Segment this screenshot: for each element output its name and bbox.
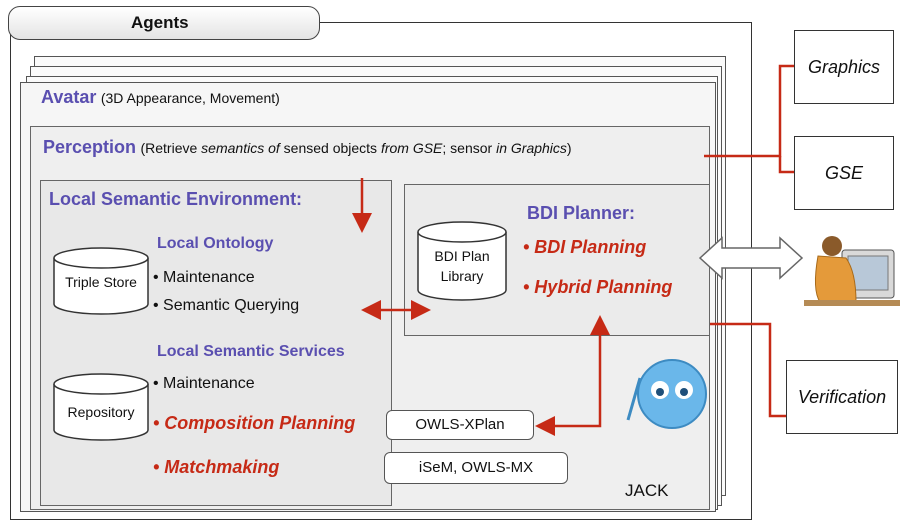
local-ontology-title: Local Ontology xyxy=(157,235,274,252)
repository-db: Repository xyxy=(52,372,150,442)
repository-label: Repository xyxy=(67,404,135,420)
composition-planning: • Composition Planning xyxy=(153,413,356,433)
bdi-title: BDI Planner: xyxy=(527,203,636,223)
triple-store-label: Triple Store xyxy=(65,274,137,290)
plan-library-cylinder-icon xyxy=(417,221,507,301)
xplan-bdi-double-arrow xyxy=(535,315,610,436)
isem-owls-mx-box: iSeM, OWLS-MX xyxy=(384,452,568,484)
perception-to-graphics-line xyxy=(704,64,794,158)
user-at-computer-icon xyxy=(804,236,900,306)
user-double-arrow xyxy=(698,236,804,280)
agents-tab: Agents xyxy=(8,6,320,40)
bdi-plan-library-db: BDI Plan Library xyxy=(416,220,508,302)
graphics-box: Graphics xyxy=(794,30,894,104)
jack-mascot-icon xyxy=(626,359,707,429)
owls-xplan-box: OWLS-XPlan xyxy=(386,410,534,440)
ontology-item-querying: • Semantic Querying xyxy=(153,297,300,314)
jack-label: JACK xyxy=(625,481,669,500)
perception-title: Perception xyxy=(43,137,137,157)
avatar-desc: (3D Appearance, Movement) xyxy=(100,90,280,106)
ontology-item-maintenance: • Maintenance xyxy=(153,269,255,286)
triple-store-cylinder-icon xyxy=(53,247,149,315)
hybrid-planning: • Hybrid Planning xyxy=(523,277,673,297)
bdi-planning: • BDI Planning xyxy=(523,237,647,257)
verification-box: Verification xyxy=(786,360,898,434)
plan-library-line2: Library xyxy=(440,268,484,284)
plan-library-line1: BDI Plan xyxy=(434,248,490,264)
perception-desc: (Retrieve semantics of sensed objects fr… xyxy=(140,140,572,156)
gse-box: GSE xyxy=(794,136,894,210)
services-item-maintenance: • Maintenance xyxy=(153,375,255,392)
perception-to-gse-line xyxy=(778,156,794,174)
local-semantic-environment: Local Semantic Environment: Local Ontolo… xyxy=(40,180,392,506)
local-services-title: Local Semantic Services xyxy=(157,343,345,360)
bdi-to-verification-line xyxy=(710,322,786,418)
lse-title: Local Semantic Environment: xyxy=(49,189,303,209)
triple-store-db: Triple Store xyxy=(52,246,150,316)
repository-cylinder-icon xyxy=(53,373,149,441)
matchmaking: • Matchmaking xyxy=(153,457,280,477)
avatar-title: Avatar xyxy=(41,87,97,107)
